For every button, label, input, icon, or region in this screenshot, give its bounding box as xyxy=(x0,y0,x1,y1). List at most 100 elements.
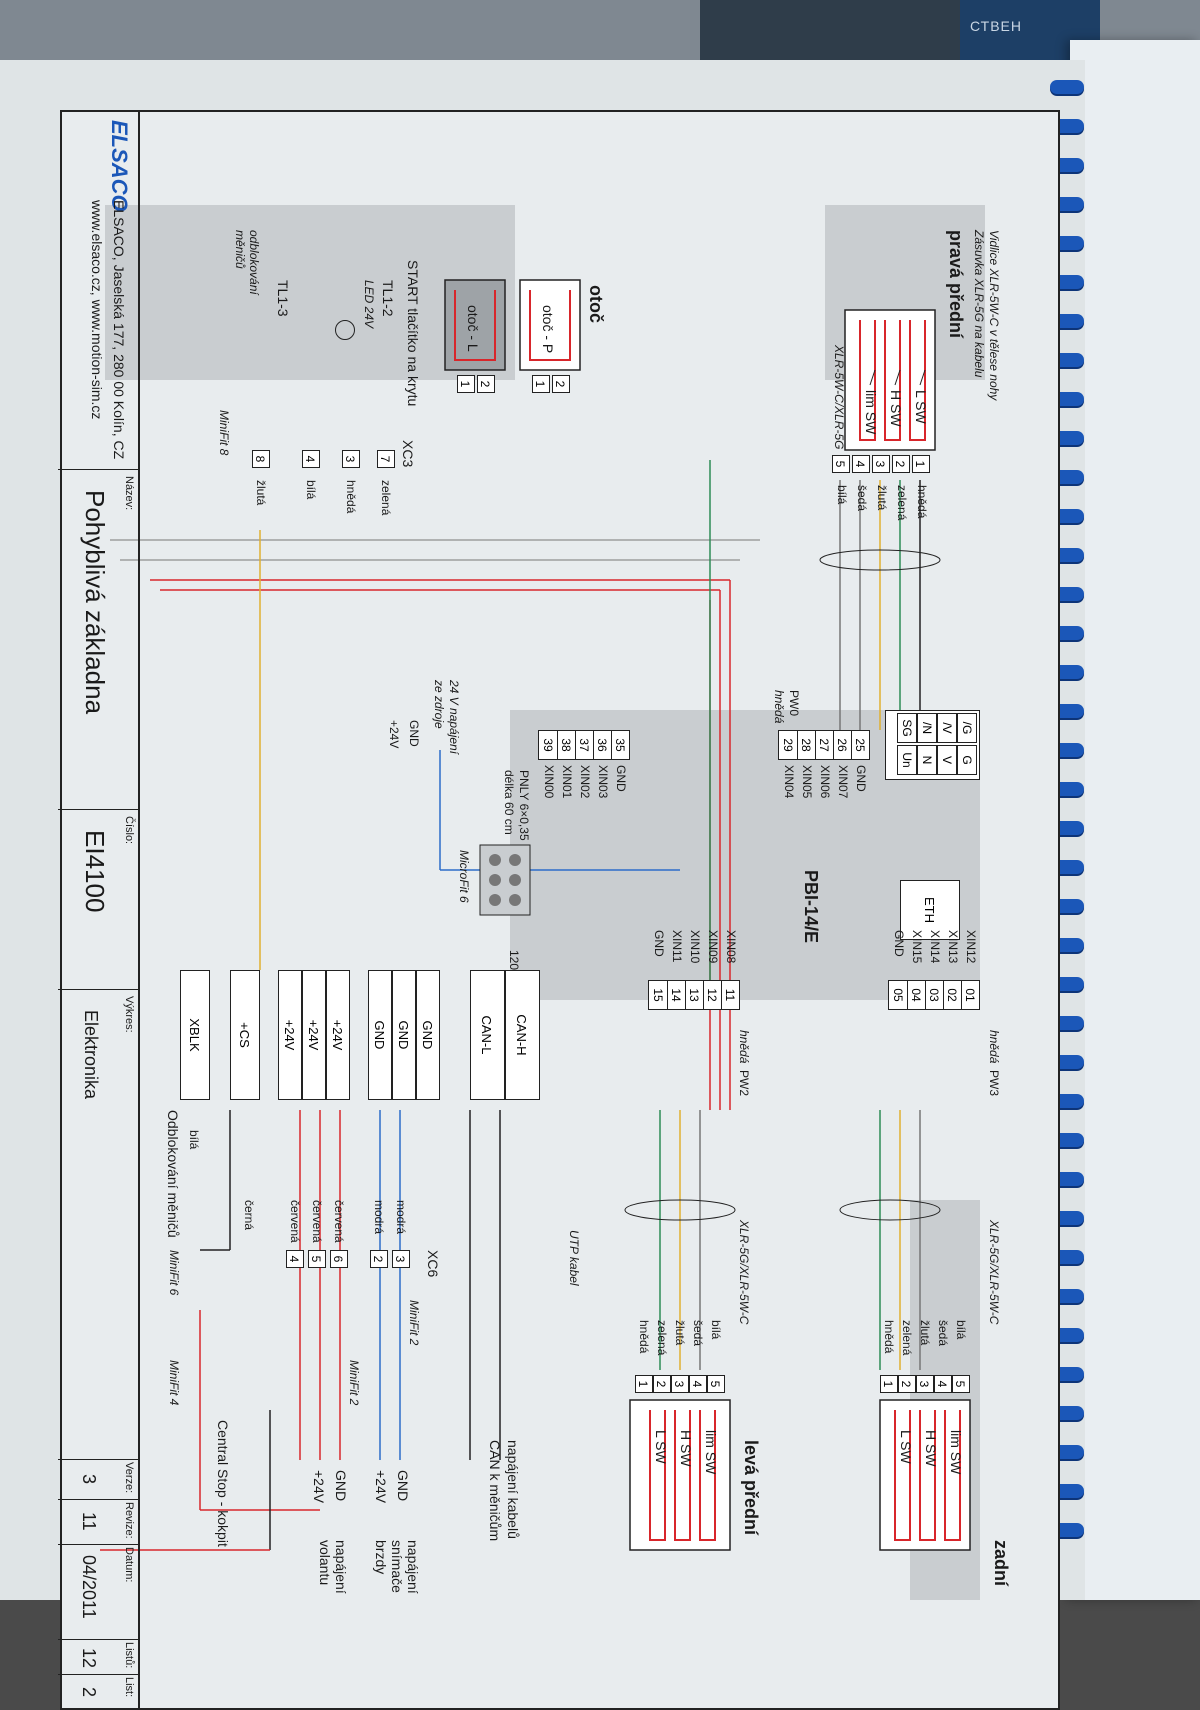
xc6-pin-4: 4 xyxy=(286,1250,304,1268)
zadni-pin-1: 1 xyxy=(880,1375,898,1393)
pbi-top-g: G xyxy=(957,745,977,775)
leva-wire-2: zelená xyxy=(655,1320,669,1356)
prava-pin-1: 1 xyxy=(912,455,930,473)
leva-predni-title: levá přední xyxy=(741,1440,761,1536)
pbi-pin-37: 37 xyxy=(574,730,594,760)
pbi-name-25: GND xyxy=(854,765,868,792)
xc6-wire-5: červená xyxy=(310,1200,324,1243)
pw3-wire: hnědá xyxy=(987,1030,1001,1064)
title-block-sheet: List: 2 xyxy=(58,1675,138,1710)
v24-box-2: +24V xyxy=(302,970,326,1100)
zadni-wire-3: žlutá xyxy=(918,1320,932,1346)
wheel-gnd: GND xyxy=(333,1470,349,1502)
leva-wire-3: žlutá xyxy=(673,1320,687,1346)
pbi-name-29: XIN04 xyxy=(782,765,796,799)
brake-note-2: snímače xyxy=(389,1540,405,1593)
next-page xyxy=(1070,40,1200,1600)
zadni-pin-3: 3 xyxy=(916,1375,934,1393)
version-value: 3 xyxy=(79,1474,99,1485)
pbi-top-sg: SG xyxy=(897,713,917,743)
leva-switch-h: H SW xyxy=(678,1430,694,1467)
binding-ring xyxy=(1050,80,1084,94)
brake-note-1: napájení xyxy=(405,1540,421,1594)
pbi-pin-28: 28 xyxy=(796,730,816,760)
pbi-name-37: XIN02 xyxy=(578,765,592,799)
wheel-note-2: volantu xyxy=(317,1540,333,1586)
zadni-pin-5: 5 xyxy=(952,1375,970,1393)
prava-switch-lim: lim SW xyxy=(863,390,879,435)
utp-label: UTP kabel xyxy=(567,1230,581,1286)
pbi-top-n: N xyxy=(917,745,937,775)
leva-wire-4: šedá xyxy=(691,1320,705,1347)
prava-wire-3: žlutá xyxy=(875,485,889,511)
minifit-6: MiniFit 6 xyxy=(167,1250,181,1296)
pbi-name-02: XIN13 xyxy=(946,930,960,964)
pbi-pin-01: 01 xyxy=(960,980,980,1010)
name-value: Pohyblivá základna xyxy=(80,490,110,715)
pbi-name-39: XIN00 xyxy=(542,765,556,799)
zadni-connector: XLR-5G/XLR-5W-C xyxy=(987,1220,1001,1325)
prava-wire-1: hnědá xyxy=(915,485,929,519)
pbi-name-11: XIN08 xyxy=(724,930,738,964)
prava-connector: XLR-5W-C/XLR-5G xyxy=(832,345,846,450)
xc3-pin-8: 8 xyxy=(252,450,270,468)
pbi-name-28: XIN05 xyxy=(800,765,814,799)
drawing-label: Výkres: xyxy=(123,996,135,1033)
central-stop-label: Central Stop - kokpit xyxy=(215,1420,231,1547)
pbi-name-12: XIN09 xyxy=(706,930,720,964)
pbi-pin-38: 38 xyxy=(556,730,576,760)
otoc-p-pin-1: 1 xyxy=(532,375,550,393)
unlock-wire: bílá xyxy=(187,1130,201,1150)
microfit-label: MicroFit 6 xyxy=(457,850,471,903)
background-wall: СТВЕН xyxy=(0,0,1200,70)
zadni-pin-4: 4 xyxy=(934,1375,952,1393)
title-block-drawing: Výkres: Elektronika xyxy=(58,990,138,1460)
xc6-pin-5: 5 xyxy=(308,1250,326,1268)
otoc-p-pin-2: 2 xyxy=(552,375,570,393)
xc6-pin-6: 6 xyxy=(330,1250,348,1268)
can-note-1: napájení kabelů xyxy=(505,1440,521,1539)
zadni-switch-l: L SW xyxy=(898,1430,914,1464)
pnly-label: PNLY 6×0,35 xyxy=(517,770,531,841)
pbi-pin-25: 25 xyxy=(850,730,870,760)
wiring-svg xyxy=(100,205,985,1600)
pbi-pin-13: 13 xyxy=(684,980,704,1010)
zadni-switch-lim: lim SW xyxy=(948,1430,964,1475)
pbi-top-g-inv: /G xyxy=(957,713,977,743)
title-block: ELSACO ELSACO, Jaselská 177, 280 00 Kolí… xyxy=(58,110,140,1710)
pbi-top-n-inv: /N xyxy=(917,713,937,743)
sheet-value: 2 xyxy=(79,1687,99,1698)
start-tl13: TL1-3 xyxy=(275,280,291,317)
can-note-2: CAN k měničům xyxy=(487,1440,503,1542)
pw2-label: PW2 xyxy=(737,1070,751,1097)
sheets-label: Listů: xyxy=(123,1642,135,1669)
pbi-name-36: XIN03 xyxy=(596,765,610,799)
leva-wire-5: bílá xyxy=(709,1320,723,1340)
v24-box-1: +24V xyxy=(326,970,350,1100)
can-terminator: 120 xyxy=(507,950,521,971)
can-l-box: CAN-L xyxy=(470,970,505,1100)
pbi-pin-27: 27 xyxy=(814,730,834,760)
xc3-wire-3: hnědá xyxy=(344,480,358,514)
zadni-wire-4: šedá xyxy=(936,1320,950,1347)
pnly-length: délka 60 cm xyxy=(502,770,516,835)
pbi-pin-11: 11 xyxy=(720,980,740,1010)
xc6-wire-2: modrá xyxy=(372,1200,386,1235)
zadni-wire-1: hnědá xyxy=(882,1320,896,1354)
leva-pin-4: 4 xyxy=(689,1375,707,1393)
supply-label-2: ze zdroje xyxy=(432,680,446,729)
cs-wire: černá xyxy=(242,1200,256,1231)
date-label: Datum: xyxy=(123,1547,135,1583)
title-block-revision: Revize: 11 xyxy=(58,1500,138,1545)
pbi-name-38: XIN01 xyxy=(560,765,574,799)
xc6-pin-3: 3 xyxy=(392,1250,410,1268)
pbi-pin-26: 26 xyxy=(832,730,852,760)
pbi-pin-02: 02 xyxy=(942,980,962,1010)
start-title: START tlačítko na krytu xyxy=(405,260,421,407)
pbi-pin-04: 04 xyxy=(906,980,926,1010)
date-value: 04/2011 xyxy=(79,1555,99,1619)
zadni-title: zadní xyxy=(991,1540,1011,1587)
v24-box-3: +24V xyxy=(278,970,302,1100)
supply-gnd: GND xyxy=(407,720,421,747)
pbi-name-27: XIN06 xyxy=(818,765,832,799)
